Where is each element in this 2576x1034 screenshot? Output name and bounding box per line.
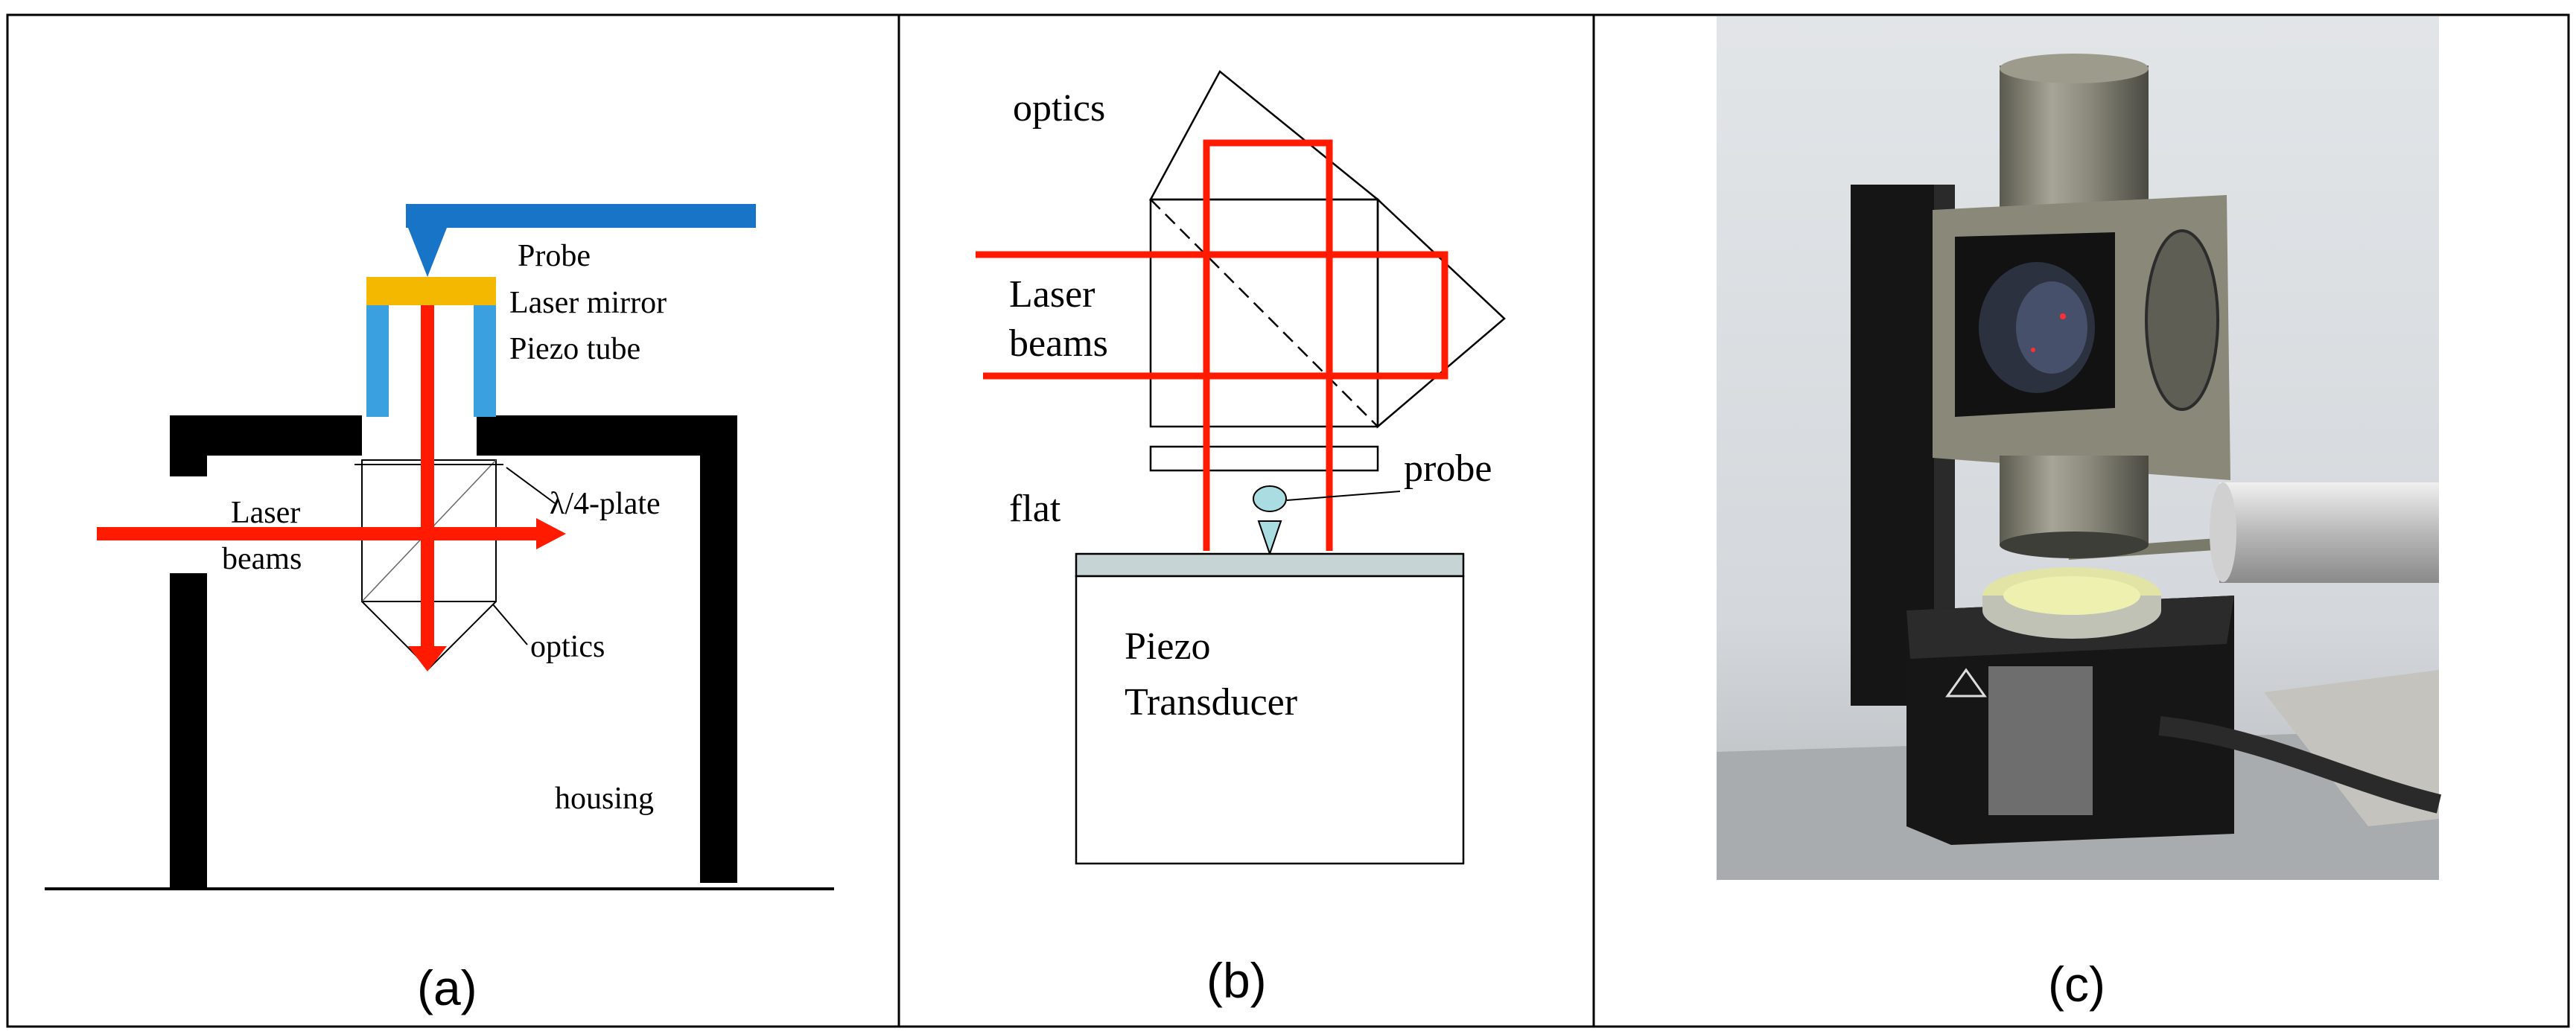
lower-cylinder [2000,456,2149,545]
label-laser-beams-a-1: Laser [231,496,300,530]
panel-c-photo [1717,16,2442,880]
laser-beam-vertical [421,305,434,648]
caption-b: (b) [1206,953,1267,1008]
laser-mirror [366,277,496,305]
piezo-tube-left [366,305,389,417]
label-transducer: Transducer [1125,681,1297,724]
label-flat: flat [1009,488,1061,530]
panel-b: optics Laser beams probe flat Piezo Tran… [976,70,1506,1008]
label-piezo-tube: Piezo tube [509,332,640,366]
laser-beam-h-arrowhead [536,518,566,549]
top-cylinder [2000,66,2149,214]
label-quarter-wave-plate: λ/4-plate [550,487,661,521]
label-housing: housing [555,782,654,816]
label-optics-b: optics [1013,87,1105,130]
caption-a: (a) [417,960,477,1015]
laser-beam-horizontal [97,527,544,540]
probe-tip-b [1257,520,1282,557]
piezo-transducer [1075,575,1465,865]
label-laser-beams-b-2: beams [1009,322,1108,365]
housing [170,415,737,890]
label-laser-mirror: Laser mirror [509,286,667,320]
cylinder-right [2219,482,2439,583]
leader-probe-b [1286,491,1401,501]
leader-optics [492,604,528,645]
label-probe-b: probe [1404,447,1492,490]
probe-ball-b [1253,485,1287,512]
label-optics-a: optics [530,630,605,664]
laser-beam-arrowhead [408,646,447,671]
laser-paths-b [976,139,1448,551]
leader-qwp [506,467,556,504]
figure-frame [6,13,2570,1028]
flat-plate [1075,552,1465,578]
probe-tip [408,228,447,277]
label-laser-beams-b-1: Laser [1009,273,1095,316]
caption-c: (c) [2048,957,2105,1012]
label-probe-a: Probe [518,239,591,273]
probe-cantilever [406,204,756,228]
piezo-tube-right [474,305,496,417]
label-laser-beams-a-2: beams [222,542,302,576]
panel-a: Probe Laser mirror Piezo tube Laser beam… [45,204,834,1015]
label-piezo: Piezo [1125,625,1211,668]
